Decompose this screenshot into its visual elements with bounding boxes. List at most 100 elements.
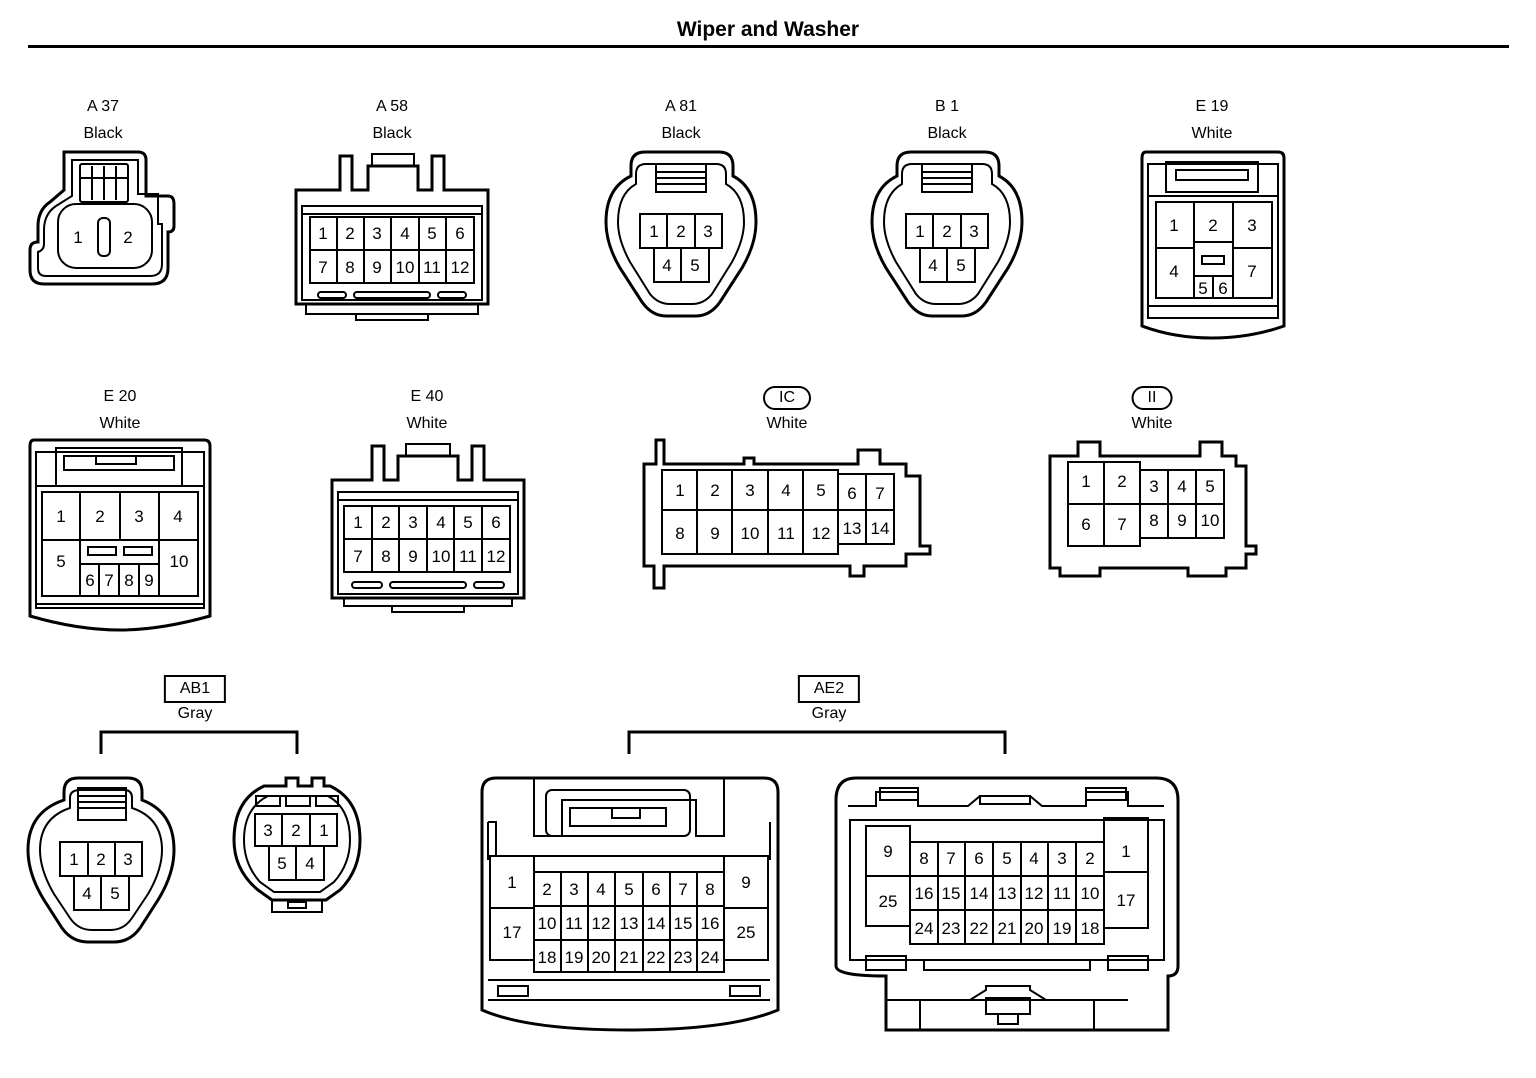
pin: 1 xyxy=(1121,842,1130,861)
pin: 20 xyxy=(1025,919,1044,938)
pin: 10 xyxy=(170,552,189,571)
connector-a81: 1 2 3 4 5 xyxy=(604,150,758,318)
pin: 6 xyxy=(455,224,464,243)
pin: 9 xyxy=(710,524,719,543)
connector-color-e20: White xyxy=(99,415,141,432)
pin: 5 xyxy=(1205,477,1214,496)
pin: 16 xyxy=(915,884,934,903)
pin: 8 xyxy=(381,547,390,566)
pin: 10 xyxy=(1081,884,1100,903)
pin: 3 xyxy=(569,880,578,899)
ae2-bracket xyxy=(627,730,1007,754)
connector-id-ab1: AB1 xyxy=(163,675,227,703)
pin: 17 xyxy=(1117,891,1136,910)
pin: 1 xyxy=(675,481,684,500)
pin: 6 xyxy=(847,484,856,503)
pin: 5 xyxy=(110,884,119,903)
pin: 2 xyxy=(381,513,390,532)
connector-id-ic: IC xyxy=(763,386,811,410)
connector-id-e40: E 40 xyxy=(410,388,444,405)
connector-a37: 1 2 xyxy=(28,150,176,286)
pin: 21 xyxy=(998,919,1017,938)
pin: 10 xyxy=(1201,511,1220,530)
pin: 16 xyxy=(701,914,720,933)
pin: 13 xyxy=(620,914,639,933)
connector-ab1-right: 3 2 1 5 4 xyxy=(232,776,362,913)
pin: 8 xyxy=(919,849,928,868)
pin: 23 xyxy=(674,948,693,967)
pin: 1 xyxy=(915,222,924,241)
pin: 5 xyxy=(56,552,65,571)
pin: 9 xyxy=(144,571,153,590)
pin: 3 xyxy=(745,481,754,500)
connector-id-ii: II xyxy=(1131,386,1173,410)
pin: 8 xyxy=(675,524,684,543)
pin: 10 xyxy=(432,547,451,566)
pin: 14 xyxy=(970,884,989,903)
connector-ae2-right: 9 8 7 6 5 4 3 2 1 16 15 14 13 12 11 10 2… xyxy=(834,776,1180,1032)
pin: 3 xyxy=(134,507,143,526)
pin: 12 xyxy=(812,524,831,543)
pin: 7 xyxy=(1117,515,1126,534)
pin: 11 xyxy=(459,547,477,566)
pin: 5 xyxy=(690,256,699,275)
pin: 17 xyxy=(503,923,522,942)
pin: 1 xyxy=(353,513,362,532)
pin: 3 xyxy=(969,222,978,241)
pin: 2 xyxy=(1208,216,1217,235)
pin: 3 xyxy=(1149,477,1158,496)
connector-ii: 1 2 3 4 5 6 7 8 9 10 xyxy=(1048,440,1258,578)
pin: 6 xyxy=(491,513,500,532)
pin: 7 xyxy=(318,258,327,277)
connector-b1: 1 2 3 4 5 xyxy=(870,150,1024,318)
pin: 18 xyxy=(1081,919,1100,938)
pin: 20 xyxy=(592,948,611,967)
pin: 14 xyxy=(647,914,666,933)
pin: 8 xyxy=(345,258,354,277)
pin: 3 xyxy=(1057,849,1066,868)
connector-color-b1: Black xyxy=(927,125,967,142)
connector-color-a37: Black xyxy=(83,125,123,142)
pin: 5 xyxy=(427,224,436,243)
pin: 2 xyxy=(710,481,719,500)
pin: 11 xyxy=(565,914,583,933)
pin: 4 xyxy=(662,256,671,275)
pin: 6 xyxy=(651,880,660,899)
pin: 5 xyxy=(624,880,633,899)
pin: 13 xyxy=(998,884,1017,903)
pin: 7 xyxy=(104,571,113,590)
connector-color-ab1: Gray xyxy=(177,705,213,722)
pin: 11 xyxy=(777,524,795,543)
pin: 7 xyxy=(678,880,687,899)
pin: 25 xyxy=(879,892,898,911)
pin: 5 xyxy=(1002,849,1011,868)
connector-id-a81: A 81 xyxy=(664,98,698,115)
pin: 12 xyxy=(451,258,470,277)
pin: 3 xyxy=(372,224,381,243)
pin: 23 xyxy=(942,919,961,938)
pin: 3 xyxy=(123,850,132,869)
pin: 4 xyxy=(173,507,182,526)
connector-ae2-left: 1 2 3 4 5 6 7 8 9 10 11 12 13 14 15 16 1… xyxy=(480,776,780,1032)
connector-color-ae2: Gray xyxy=(811,705,847,722)
connector-id-a58: A 58 xyxy=(375,98,409,115)
connector-color-a58: Black xyxy=(372,125,412,142)
pin: 10 xyxy=(741,524,760,543)
pin: 3 xyxy=(703,222,712,241)
pin: 4 xyxy=(1177,477,1186,496)
pin: 7 xyxy=(946,849,955,868)
pin: 2 xyxy=(942,222,951,241)
pin: 6 xyxy=(974,849,983,868)
connector-a58: 1 2 3 4 5 6 7 8 9 10 11 12 xyxy=(294,153,490,321)
pin: 12 xyxy=(592,914,611,933)
connector-color-e19: White xyxy=(1191,125,1233,142)
pin: 6 xyxy=(1218,279,1227,298)
ab1-bracket xyxy=(99,730,299,754)
pin: 11 xyxy=(1053,884,1071,903)
connector-ab1-left: 1 2 3 4 5 xyxy=(26,776,176,944)
connector-ic: 1 2 3 4 5 6 7 8 9 10 11 12 13 14 xyxy=(642,438,932,590)
connector-id-b1: B 1 xyxy=(934,98,960,115)
pin: 18 xyxy=(538,948,557,967)
title-rule xyxy=(28,45,1509,48)
